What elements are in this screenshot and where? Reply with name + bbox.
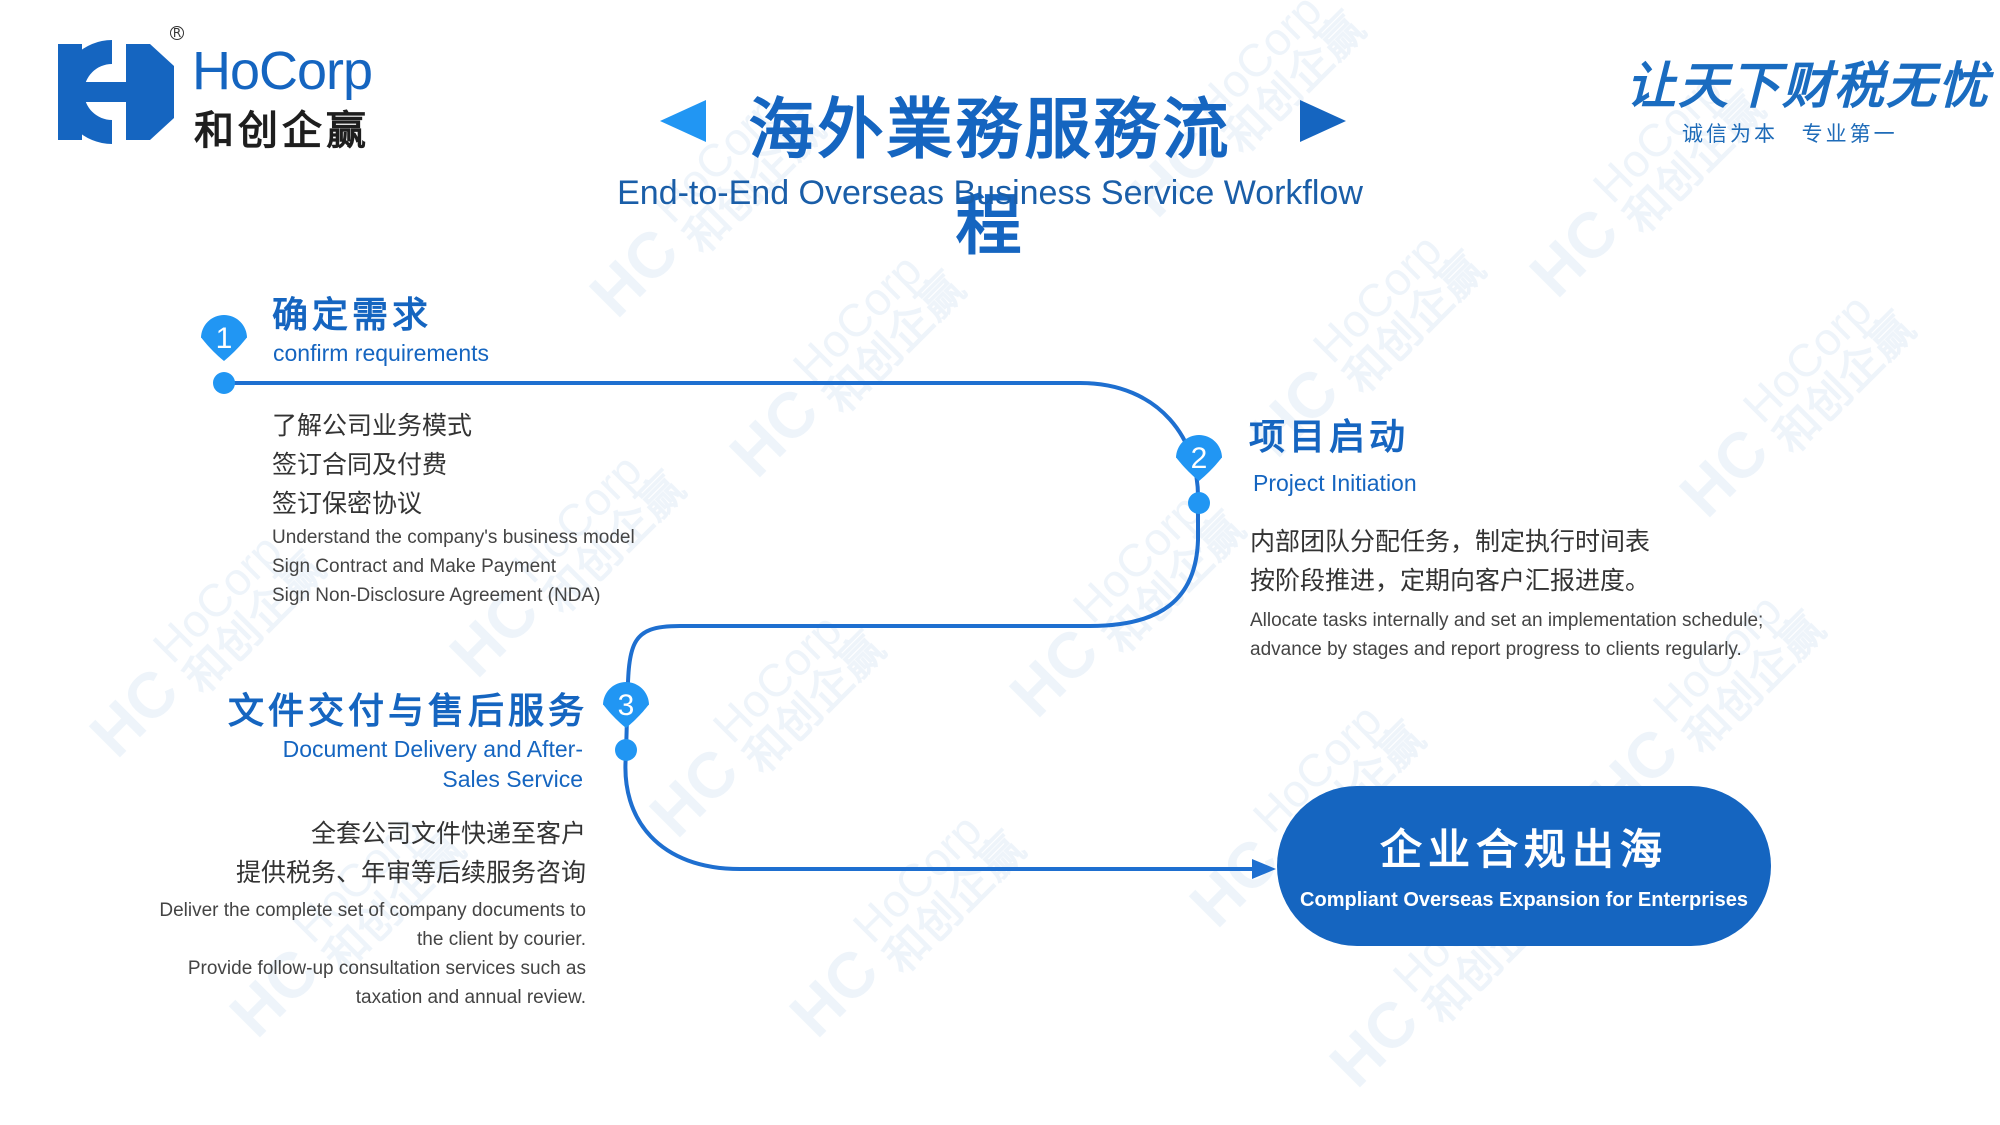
step-2-desc-cn-line: 内部团队分配任务，制定执行时间表: [1250, 527, 1651, 556]
logo-text-en: HoCorp: [192, 41, 373, 101]
step-3-title-en-line: Document Delivery and After-: [282, 736, 583, 762]
logo: HoCorp R 和创企赢: [56, 26, 416, 154]
right-arrow-icon: [1300, 100, 1346, 142]
step-1-desc-en-line: Sign Non-Disclosure Agreement (NDA): [272, 585, 601, 606]
step-1-desc-cn-line: 签订合同及付费: [272, 450, 448, 479]
step-2-title-en: Project Initiation: [1253, 470, 1417, 496]
step-2-desc-en-line: advance by stages and report progress to…: [1250, 639, 1742, 660]
slogan: 让天下财税无忧: [1626, 56, 1990, 115]
step-3-title-en: Document Delivery and After- Sales Servi…: [200, 734, 583, 794]
step-1-desc-en-line: Sign Contract and Make Payment: [272, 556, 557, 577]
step-2-desc-en-line: Allocate tasks internally and set an imp…: [1250, 610, 1764, 631]
step-1-title-cn: 确定需求: [272, 295, 433, 336]
final-goal-title-cn: 企业合规出海: [1379, 825, 1668, 874]
step-3-desc-cn-line: 全套公司文件快递至客户: [310, 819, 586, 848]
step-1-desc: 了解公司业务模式 签订合同及付费 签订保密协议 Understand the c…: [272, 406, 635, 610]
slogan-sub: 诚信为本 专业第一: [1682, 122, 1898, 146]
left-arrow-icon: [660, 100, 706, 142]
final-goal-badge: 企业合规出海 Compliant Overseas Expansion for …: [1277, 786, 1771, 946]
node-dot-2: [1188, 492, 1210, 514]
title-area: 海外業務服務流程 End-to-End Overseas Business Se…: [617, 70, 1363, 264]
pin-1-icon: [201, 315, 247, 361]
step-3-desc-en-line: taxation and annual review.: [355, 987, 586, 1008]
page-subtitle: End-to-End Overseas Business Service Wor…: [617, 174, 1363, 212]
pin-2-icon: [1176, 435, 1222, 481]
pin-3-number: 3: [618, 689, 635, 722]
pin-3-icon: [603, 682, 649, 728]
step-3-desc-en-line: Provide follow-up consultation services …: [187, 958, 586, 979]
logo-mark-icon: [58, 40, 174, 144]
node-dot-3: [615, 739, 637, 761]
step-3-desc-en-line: the client by courier.: [417, 929, 586, 950]
step-3-desc-en-line: Deliver the complete set of company docu…: [159, 900, 586, 921]
step-3-desc: 全套公司文件快递至客户 提供税务、年审等后续服务咨询 Deliver the c…: [80, 814, 586, 1012]
final-goal-title-en: Compliant Overseas Expansion for Enterpr…: [1300, 889, 1748, 911]
registered-mark: R: [170, 26, 184, 40]
step-2-title-cn: 项目启动: [1249, 417, 1410, 458]
pin-1-number: 1: [216, 322, 233, 355]
step-1-desc-cn-line: 了解公司业务模式: [272, 411, 473, 440]
logo-text-cn: 和创企赢: [194, 108, 370, 154]
node-dot-1: [213, 372, 235, 394]
step-1-desc-en-line: Understand the company's business model: [272, 527, 635, 548]
step-1-desc-cn-line: 签订保密协议: [272, 489, 423, 518]
page-title: 海外業務服務流程: [748, 91, 1232, 264]
flow-arrowhead: [1252, 859, 1276, 879]
step-3-title-en-line: Sales Service: [442, 766, 583, 792]
step-2-desc-cn-line: 按阶段推进，定期向客户汇报进度。: [1250, 566, 1651, 595]
step-3-title-cn: 文件交付与售后服务: [227, 691, 588, 732]
step-3-desc-cn-line: 提供税务、年审等后续服务咨询: [235, 858, 586, 887]
pin-2-number: 2: [1191, 442, 1208, 475]
step-2-desc: 内部团队分配任务，制定执行时间表 按阶段推进，定期向客户汇报进度。 Alloca…: [1250, 522, 1763, 664]
step-1-title-en: confirm requirements: [273, 340, 490, 366]
